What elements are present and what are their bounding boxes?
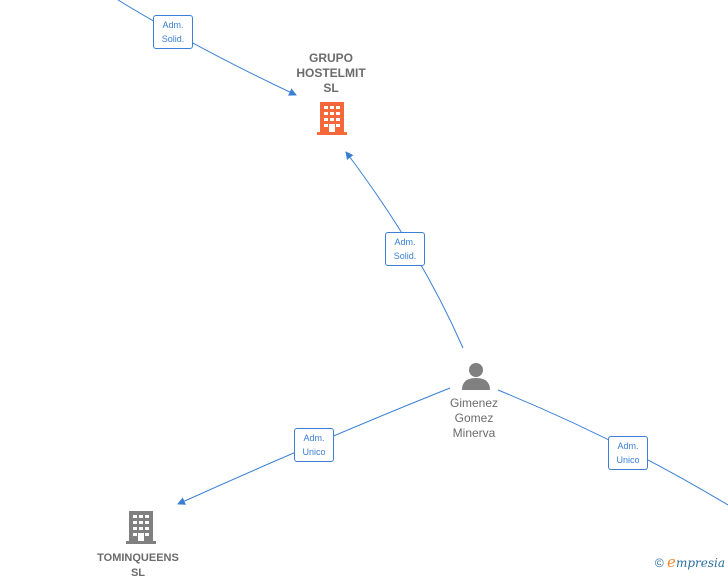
edge-role: Adm. <box>394 237 416 247</box>
copyright-symbol: © <box>654 556 664 570</box>
edge-label-e3[interactable]: Adm. Unico <box>294 428 334 462</box>
edge-role: Adm. <box>162 20 184 30</box>
building-icon[interactable] <box>126 511 156 544</box>
person-name[interactable]: Gimenez Gomez Minerva <box>424 396 524 441</box>
edge-role: Adm. <box>617 441 639 451</box>
edge-role: Adm. <box>303 433 325 443</box>
edge-label-e2[interactable]: Adm. Solid. <box>385 232 425 266</box>
company-name-tominqueens[interactable]: TOMINQUEENS SL <box>88 551 188 581</box>
edge-label-e1[interactable]: Adm. Solid. <box>153 15 193 49</box>
brand-logo: © empresia <box>655 553 725 571</box>
building-icon[interactable] <box>317 102 347 135</box>
edge-line-e1 <box>117 0 297 96</box>
edge-role-type: Solid. <box>161 34 185 44</box>
edge-role-type: Unico <box>302 447 326 457</box>
person-label: Gimenez Gomez Minerva <box>449 396 499 440</box>
company-name-grupo[interactable]: GRUPO HOSTELMIT SL <box>281 51 381 96</box>
edge-label-e4[interactable]: Adm. Unico <box>608 436 648 470</box>
grupo-label: GRUPO HOSTELMIT SL <box>296 51 366 95</box>
person-icon[interactable] <box>462 363 490 390</box>
edge-role-type: Unico <box>616 455 640 465</box>
brand-e: e <box>667 553 676 571</box>
brand-name: mpresia <box>675 556 725 570</box>
edge-role-type: Solid. <box>393 251 417 261</box>
